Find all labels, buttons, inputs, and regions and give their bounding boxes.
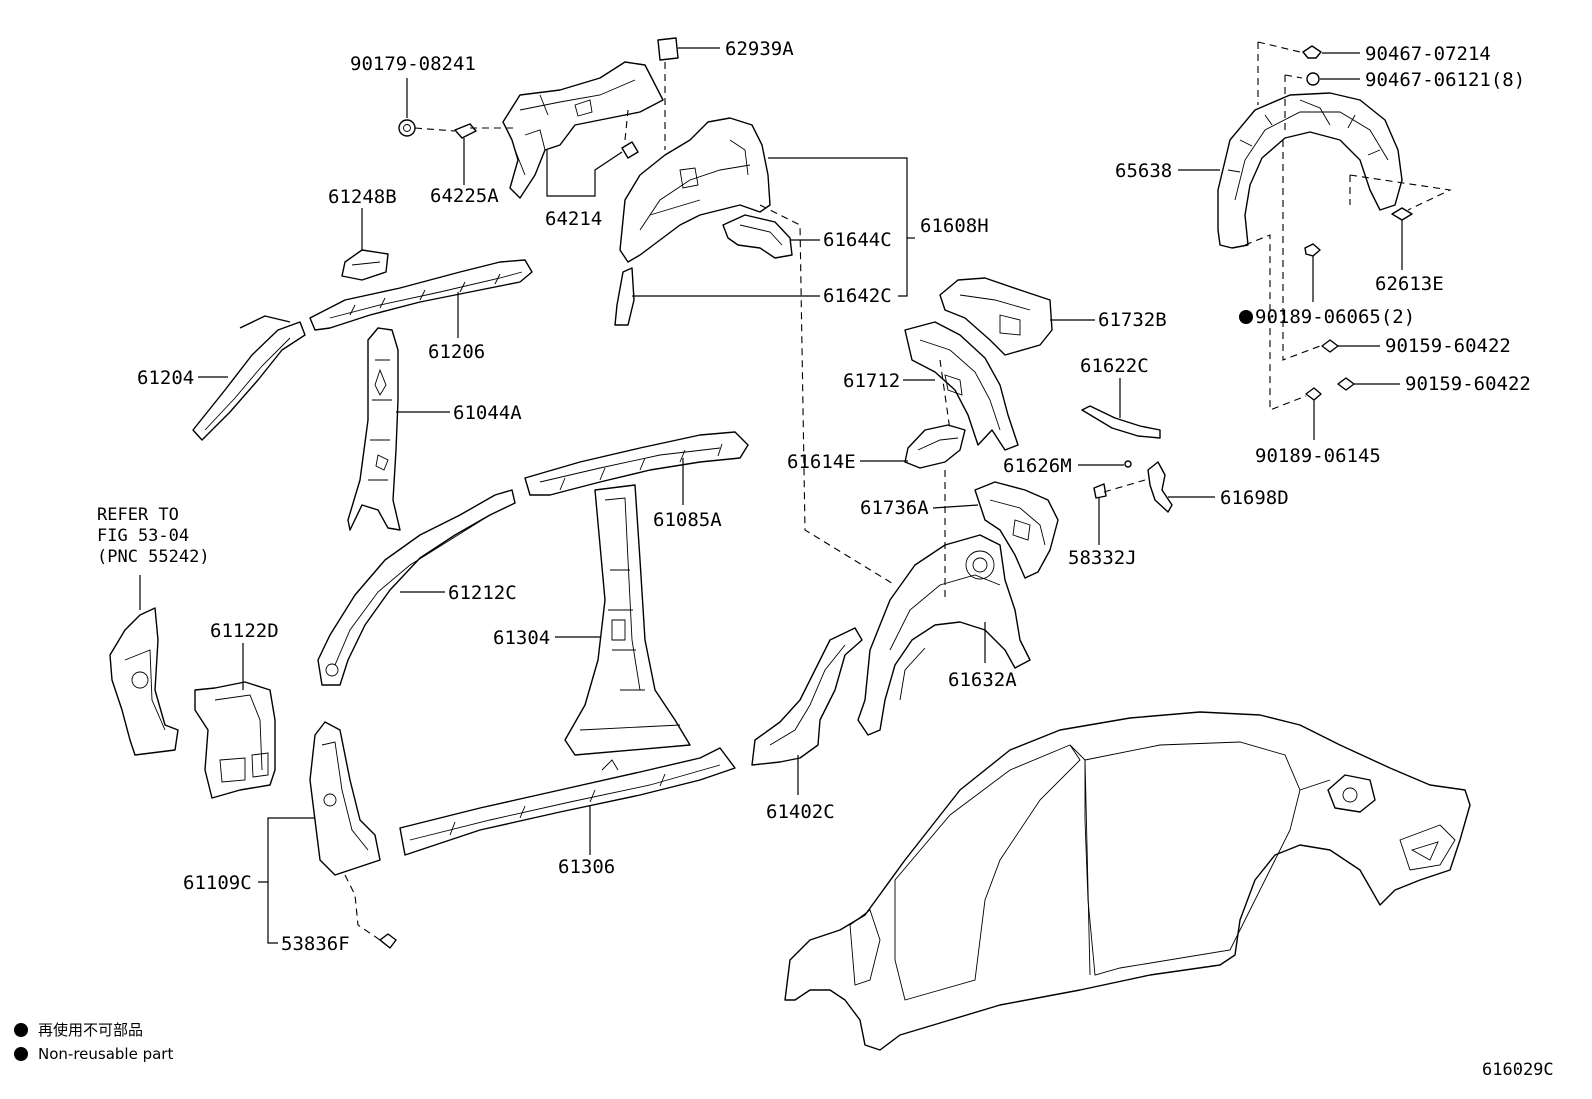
label-61622C: 61622C bbox=[1080, 355, 1149, 377]
legend-en: Non-reusable part bbox=[38, 1045, 173, 1063]
label-61248B: 61248B bbox=[328, 186, 397, 208]
part-61304-center-pillar bbox=[564, 484, 691, 756]
figure-id: 616029C bbox=[1482, 1060, 1554, 1080]
label-61712: 61712 bbox=[843, 370, 900, 392]
legend-marker-en bbox=[14, 1047, 28, 1061]
part-90159-60422-screw-a bbox=[1321, 339, 1339, 353]
part-61206-roof-side-rail bbox=[309, 259, 533, 331]
label-61085A: 61085A bbox=[653, 509, 722, 531]
label-64214: 64214 bbox=[545, 208, 602, 230]
part-61109C-pillar-lower bbox=[309, 721, 381, 876]
label-64225A: 64225A bbox=[430, 185, 499, 207]
part-61614E-bracket bbox=[904, 424, 966, 469]
part-64214-plug bbox=[621, 141, 639, 159]
label-61044A: 61044A bbox=[453, 402, 522, 424]
label-58332J: 58332J bbox=[1068, 547, 1137, 569]
legend-marker-jp bbox=[14, 1023, 28, 1037]
part-61204-roof-side-front bbox=[192, 315, 306, 441]
label-61644C: 61644C bbox=[823, 229, 892, 251]
label-61736A: 61736A bbox=[860, 497, 929, 519]
part-90159-60422-screw-b bbox=[1337, 377, 1355, 391]
label-61109C: 61109C bbox=[183, 872, 252, 894]
reference-line-2: FIG 53-04 bbox=[97, 526, 189, 546]
part-61085A-roof-rail-rear bbox=[524, 431, 749, 496]
label-61614E: 61614E bbox=[787, 451, 856, 473]
label-61626M: 61626M bbox=[1003, 455, 1072, 477]
part-55242-ref-bracket bbox=[109, 607, 179, 756]
label-53836F: 53836F bbox=[281, 933, 350, 955]
non-reusable-marker bbox=[1239, 310, 1253, 324]
label-61122D: 61122D bbox=[210, 620, 279, 642]
part-90189-06065-screw bbox=[1304, 243, 1321, 262]
label-61732B: 61732B bbox=[1098, 309, 1167, 331]
label-61306: 61306 bbox=[558, 856, 615, 878]
part-61248B-bracket bbox=[341, 249, 389, 281]
part-90467-06121-clip bbox=[1306, 72, 1320, 86]
label-61206: 61206 bbox=[428, 341, 485, 363]
label-62613E: 62613E bbox=[1375, 273, 1444, 295]
label-61608H: 61608H bbox=[920, 215, 989, 237]
part-62613E-clip bbox=[1391, 207, 1413, 228]
label-61402C: 61402C bbox=[766, 801, 835, 823]
label-61212C: 61212C bbox=[448, 582, 517, 604]
part-61608H-wheel-housing-inner bbox=[619, 117, 771, 263]
label-62939A: 62939A bbox=[725, 38, 794, 60]
label-65638: 65638 bbox=[1115, 160, 1172, 182]
part-90189-06145-screw bbox=[1305, 387, 1322, 406]
label-90467-06121: 90467-06121(8) bbox=[1365, 69, 1525, 91]
part-62939A-pad bbox=[657, 37, 679, 61]
part-61122D-bracket bbox=[194, 681, 276, 799]
part-90467-07214-clip bbox=[1302, 45, 1322, 59]
leader-lines bbox=[139, 41, 1452, 944]
part-65638-fender-liner bbox=[1217, 92, 1403, 249]
label-90189-06065: 90189-06065(2) bbox=[1255, 306, 1415, 328]
part-90179-08241-nut bbox=[398, 119, 416, 137]
label-90179-08241: 90179-08241 bbox=[350, 53, 476, 75]
part-64225A-clip bbox=[454, 123, 477, 139]
part-61642C-brace bbox=[614, 267, 635, 326]
part-61732B-panel bbox=[939, 277, 1053, 356]
label-90159-60422-a: 90159-60422 bbox=[1385, 335, 1511, 357]
part-61712-pillar-lower bbox=[904, 321, 1019, 451]
part-61632A-wheel-housing-outer bbox=[857, 534, 1031, 736]
label-61204: 61204 bbox=[137, 367, 194, 389]
part-61626M-clip bbox=[1124, 460, 1132, 468]
part-61698D-bracket bbox=[1147, 461, 1173, 513]
label-90467-07214: 90467-07214 bbox=[1365, 43, 1491, 65]
label-61698D: 61698D bbox=[1220, 487, 1289, 509]
label-61642C: 61642C bbox=[823, 285, 892, 307]
reference-line-3: (PNC 55242) bbox=[97, 547, 210, 567]
legend-jp: 再使用不可部品 bbox=[38, 1021, 143, 1039]
part-61044A-pillar bbox=[347, 327, 401, 531]
part-58332J-clip bbox=[1093, 483, 1107, 499]
part-61212C-roof-side-front bbox=[317, 489, 516, 686]
part-body-side-outer bbox=[784, 711, 1471, 1051]
part-61644C-extension bbox=[722, 214, 793, 259]
part-61306-rocker bbox=[399, 747, 736, 856]
part-61736A-extension bbox=[974, 481, 1059, 579]
part-61622C-brace bbox=[1081, 405, 1161, 439]
label-90159-60422-b: 90159-60422 bbox=[1405, 373, 1531, 395]
reference-line-1: REFER TO bbox=[97, 505, 179, 525]
part-53836F-clip bbox=[379, 933, 397, 949]
label-61632A: 61632A bbox=[948, 669, 1017, 691]
label-61304: 61304 bbox=[493, 627, 550, 649]
part-64214-bracket bbox=[502, 61, 664, 199]
label-90189-06145: 90189-06145 bbox=[1255, 445, 1381, 467]
part-61402C-extension bbox=[751, 627, 863, 766]
